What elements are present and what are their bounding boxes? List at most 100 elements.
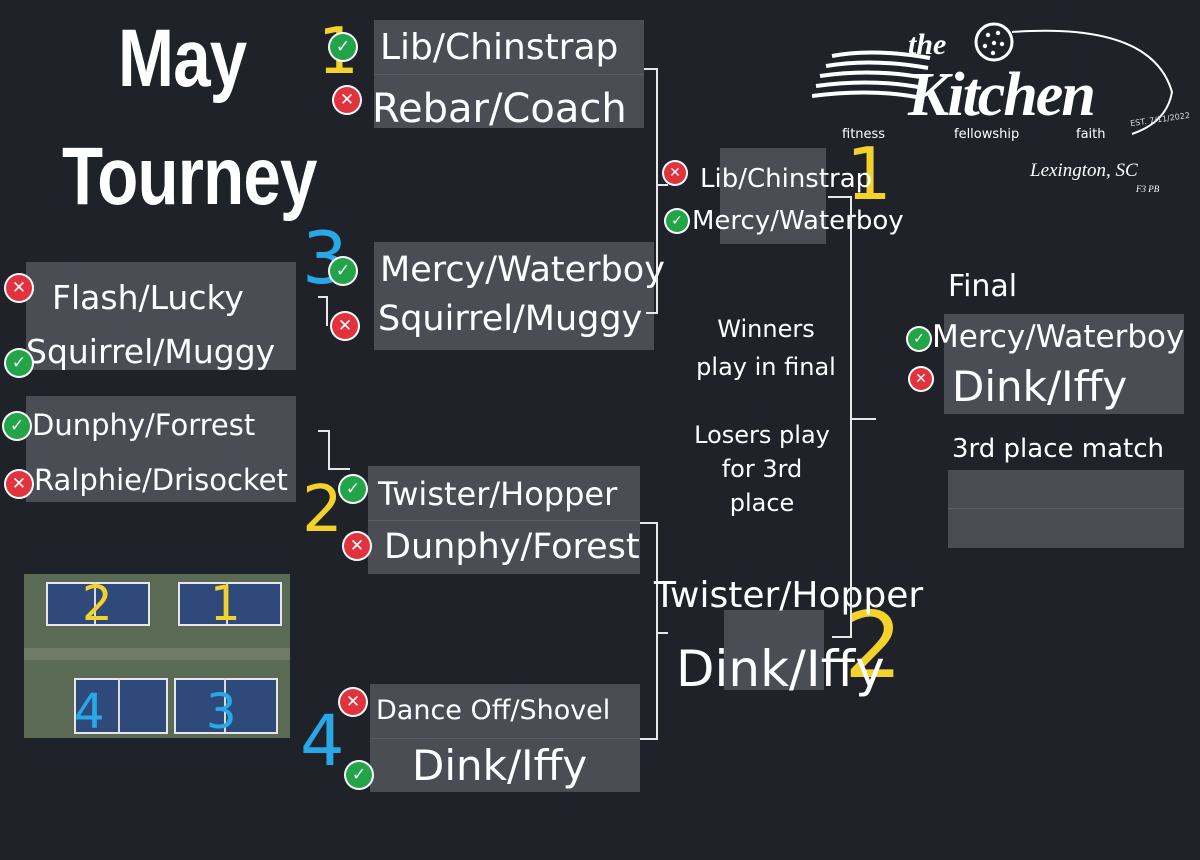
round2-match2-bottom-x-icon: ✕	[332, 313, 358, 339]
final-top-check-icon: ✓	[908, 328, 930, 350]
court-photo-number-2: 2	[82, 576, 113, 632]
round1-match1-top-team: Flash/Lucky	[52, 278, 244, 317]
round2-top-bracket-v	[656, 68, 658, 314]
kitchen-logo: the Kitchen EST. 7/11/2022 fitness fello…	[812, 20, 1192, 200]
round2-match1-top-team: Lib/Chinstrap	[380, 27, 619, 68]
round2-match1-bottom-team: Rebar/Coach	[372, 86, 627, 132]
round1-connector-2	[318, 430, 330, 432]
round1-match2-top-check-icon: ✓	[4, 413, 30, 439]
round2-court-2-number: 2	[302, 473, 343, 547]
round2-match2-bottom-team: Squirrel/Muggy	[378, 299, 643, 339]
semi2-bottom-team: Dink/Iffy	[676, 640, 885, 698]
semi1-bottom-check-icon: ✓	[666, 210, 688, 232]
losers-note-line3: place	[729, 489, 795, 517]
court-4-image	[74, 678, 168, 734]
final-bottom-x-icon: ✕	[910, 368, 932, 390]
winners-note-line2: play in final	[696, 353, 836, 381]
round2-match1-top-check-icon: ✓	[330, 34, 356, 60]
third-place-box	[948, 470, 1184, 548]
court-photo-number-4: 4	[74, 684, 105, 738]
round2-top-bracket-h2	[646, 312, 658, 314]
round2-match3-bottom-team: Dunphy/Forest	[384, 527, 640, 567]
round2-match4-bottom-team: Dink/Iffy	[412, 741, 588, 790]
round2-match3-bottom-x-icon: ✕	[344, 533, 370, 559]
third-place-label: 3rd place match	[952, 434, 1164, 464]
round1-match1-bottom-team: Squirrel/Muggy	[26, 332, 276, 371]
round1-connector-2h	[328, 468, 350, 470]
round2-court-4-number: 4	[300, 700, 345, 782]
court-photo-number-1: 1	[210, 576, 241, 632]
court-2-net	[94, 582, 96, 624]
round2-bottom-bracket-v	[656, 522, 658, 740]
semi1-top-team: Lib/Chinstrap	[700, 164, 873, 194]
court-1-net	[226, 582, 228, 624]
semi2-court-number: 2	[844, 592, 903, 699]
court-1-image	[178, 582, 282, 626]
round1-connector-2v	[328, 430, 330, 470]
semi1-court-number: 1	[846, 132, 892, 216]
court-4-net	[118, 678, 120, 732]
title-may: May	[118, 13, 247, 104]
final-label: Final	[948, 269, 1018, 304]
round2-match4-top-team: Dance Off/Shovel	[376, 695, 611, 726]
round2-top-bracket-h1	[644, 68, 658, 70]
round2-match1-divider	[374, 74, 644, 75]
court-2-image	[46, 582, 150, 626]
round1-connector-1	[318, 296, 328, 298]
semi-bracket-bottom-h	[832, 636, 852, 638]
round1-match2-box	[26, 396, 296, 502]
round2-match2-box	[374, 242, 654, 350]
logo-swoosh-icon	[1011, 29, 1174, 135]
round2-match4-bottom-check-icon: ✓	[346, 762, 372, 788]
round2-match3-divider	[368, 520, 640, 521]
courts-photo: 2 1 4 3	[24, 574, 290, 738]
court-3-net	[224, 678, 226, 732]
winners-note: Winners play in final	[676, 312, 856, 384]
round2-match1-bottom-x-icon: ✕	[334, 87, 360, 113]
semi1-box	[720, 148, 826, 244]
logo-the: the	[908, 28, 947, 61]
round2-match3-top-check-icon: ✓	[340, 476, 366, 502]
round1-match2-bottom-team: Ralphie/Drisocket	[34, 463, 288, 497]
losers-note-line2: for 3rd	[721, 455, 803, 483]
round1-match1-box	[26, 262, 296, 370]
round2-match4-top-x-icon: ✕	[340, 689, 366, 715]
round2-top-bracket-out	[656, 184, 668, 186]
semi-bracket-v	[850, 196, 852, 638]
logo-location: Lexington, SC	[1030, 160, 1138, 181]
logo-kitchen: Kitchen	[908, 61, 1096, 129]
logo-fitness: fitness	[842, 127, 886, 142]
pickleball-icon	[974, 22, 1014, 62]
semi-bracket-top-h	[828, 196, 852, 198]
round2-match4-divider	[370, 738, 640, 739]
logo-f3pb: F3 PB	[1136, 184, 1160, 194]
court-3-image	[174, 678, 278, 734]
round2-bottom-bracket-out	[656, 632, 668, 634]
semi1-top-x-icon: ✕	[664, 162, 686, 184]
final-bottom-team: Dink/Iffy	[952, 362, 1128, 411]
losers-note-line1: Losers play	[694, 421, 830, 449]
final-box	[944, 314, 1184, 414]
semi2-box	[724, 610, 824, 690]
title-tourney: Tourney	[62, 131, 317, 222]
semi-bracket-out	[850, 418, 876, 420]
round2-bottom-bracket-h1	[640, 522, 658, 524]
losers-note: Losers play for 3rd place	[674, 418, 850, 520]
third-place-divider	[948, 508, 1184, 509]
flag-stripes-icon	[812, 50, 931, 100]
round1-match1-top-x-icon: ✕	[6, 275, 32, 301]
logo-fellowship: fellowship	[954, 127, 1020, 142]
winners-note-line1: Winners	[717, 315, 815, 343]
round1-connector-1v	[326, 296, 328, 326]
round2-bottom-bracket-h2	[640, 738, 658, 740]
round2-match3-top-team: Twister/Hopper	[378, 475, 618, 513]
round1-match1-bottom-check-icon: ✓	[6, 350, 32, 376]
round2-match2-top-team: Mercy/Waterboy	[380, 250, 665, 290]
semi1-bottom-team: Mercy/Waterboy	[692, 206, 904, 236]
court-photo-number-3: 3	[206, 684, 237, 738]
final-top-team: Mercy/Waterboy	[932, 319, 1185, 355]
round1-match2-top-team: Dunphy/Forrest	[32, 408, 256, 442]
round1-match2-bottom-x-icon: ✕	[6, 471, 32, 497]
semi2-top-team: Twister/Hopper	[654, 575, 924, 616]
round2-match2-top-check-icon: ✓	[330, 258, 356, 284]
